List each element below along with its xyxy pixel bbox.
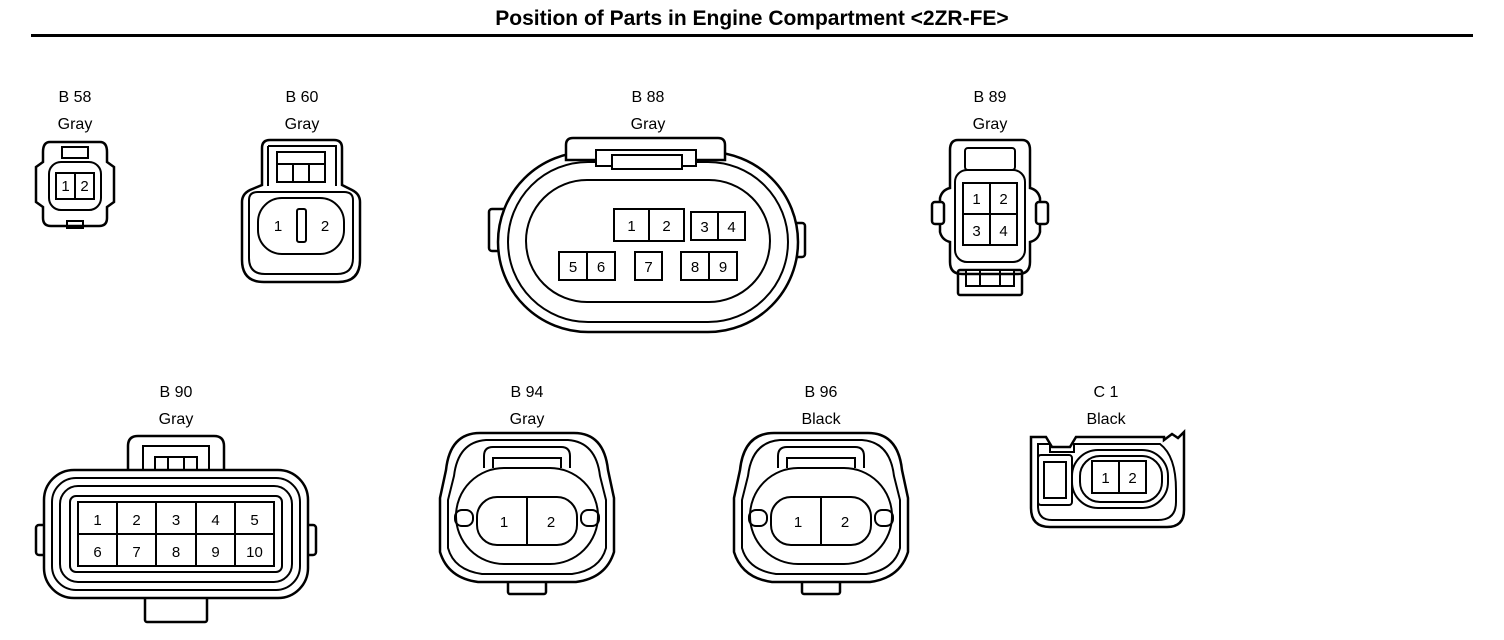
connector-b90-id: B 90 (160, 384, 193, 401)
connector-b58-pin: 2 (80, 178, 88, 195)
connector-b88-pin: 3 (700, 219, 708, 236)
connector-b90-pin: 1 (93, 512, 101, 529)
connector-b94-id: B 94 (511, 384, 544, 401)
connector-b58: B 58 Gray 1 2 (34, 89, 116, 229)
connector-b58-face (48, 161, 102, 211)
connector-b89: B 89 Gray 1 2 3 4 (930, 89, 1050, 297)
connector-b88-pin: 2 (662, 218, 670, 235)
connector-b89-face (954, 169, 1026, 263)
connector-b60-pin: 1 (274, 218, 282, 235)
connector-b94-pin: 2 (547, 514, 555, 531)
connector-b88-pin: 6 (597, 259, 605, 276)
connector-c1-pin: 2 (1128, 470, 1136, 487)
connector-c1-face (1071, 449, 1169, 509)
connector-b88-id: B 88 (632, 89, 665, 106)
connector-b90-pin: 6 (93, 544, 101, 561)
connector-b60-color: Gray (285, 116, 320, 133)
connector-b60-latch (276, 151, 326, 183)
connector-b89-pin: 1 (972, 191, 980, 208)
connector-b88-color: Gray (631, 116, 666, 133)
connector-b89-pin: 4 (999, 223, 1007, 240)
connector-b90-pin: 2 (132, 512, 140, 529)
connector-b60-body (240, 138, 362, 284)
connector-b90-pin: 5 (250, 512, 258, 529)
connector-b96-id: B 96 (805, 384, 838, 401)
connector-b96-color: Black (801, 411, 841, 428)
connector-b90: B 90 Gray 1 2 3 4 5 6 7 8 9 10 (34, 384, 318, 624)
connector-c1-color: Black (1086, 411, 1126, 428)
connector-b88-pin: 4 (727, 219, 735, 236)
connector-b58-latch (61, 146, 89, 159)
connector-b90-pin: 7 (132, 544, 140, 561)
connector-b60-pin: 2 (321, 218, 329, 235)
connector-b88-pin: 5 (569, 259, 577, 276)
connector-c1-body (1029, 428, 1186, 529)
connector-b94: B 94 Gray 1 2 (438, 384, 616, 596)
connector-b89-id: B 89 (974, 89, 1007, 106)
connector-b90-pin: 9 (211, 544, 219, 561)
connector-b96-latch (777, 446, 865, 468)
connector-c1-pin: 1 (1101, 470, 1109, 487)
connector-b58-pin: 1 (61, 178, 69, 195)
connector-c1: C 1 Black 1 2 (1029, 384, 1186, 529)
connector-b58-id: B 58 (59, 89, 92, 106)
connector-b90-face (69, 495, 283, 573)
connector-b88-pin: 8 (691, 259, 699, 276)
connector-b89-pin: 2 (999, 191, 1007, 208)
connector-b90-pin: 10 (246, 544, 263, 561)
connector-b88: B 88 Gray 1 2 3 4 5 6 7 8 9 (487, 89, 807, 334)
title-underline (31, 34, 1473, 37)
connector-c1-id: C 1 (1094, 384, 1119, 401)
connector-b90-color: Gray (159, 411, 194, 428)
connector-b94-latch (483, 446, 571, 468)
page-title: Position of Parts in Engine Compartment … (495, 7, 1009, 30)
connector-b89-latch (964, 147, 1016, 171)
connector-b90-pin: 4 (211, 512, 219, 529)
connector-b60: B 60 Gray 1 2 (240, 89, 362, 284)
connector-b89-color: Gray (973, 116, 1008, 133)
connector-b88-pin: 7 (644, 259, 652, 276)
connector-b96-pin: 1 (794, 514, 802, 531)
connector-b96: B 96 Black 1 2 (732, 384, 910, 596)
connector-b60-face (257, 197, 345, 255)
connector-b94-pin: 1 (500, 514, 508, 531)
connector-b89-body (938, 138, 1042, 276)
connector-b89-pin: 3 (972, 223, 980, 240)
connector-b58-color: Gray (58, 116, 93, 133)
connector-b88-pin: 9 (719, 259, 727, 276)
connector-b90-pin: 3 (172, 512, 180, 529)
connector-b90-pin: 8 (172, 544, 180, 561)
connector-b60-id: B 60 (286, 89, 319, 106)
connector-b58-body (34, 140, 116, 228)
connector-b94-color: Gray (510, 411, 545, 428)
connector-b88-pin: 1 (627, 218, 635, 235)
connector-b96-pin: 2 (841, 514, 849, 531)
connector-b60-key (296, 208, 307, 243)
connector-b88-face (525, 179, 771, 303)
